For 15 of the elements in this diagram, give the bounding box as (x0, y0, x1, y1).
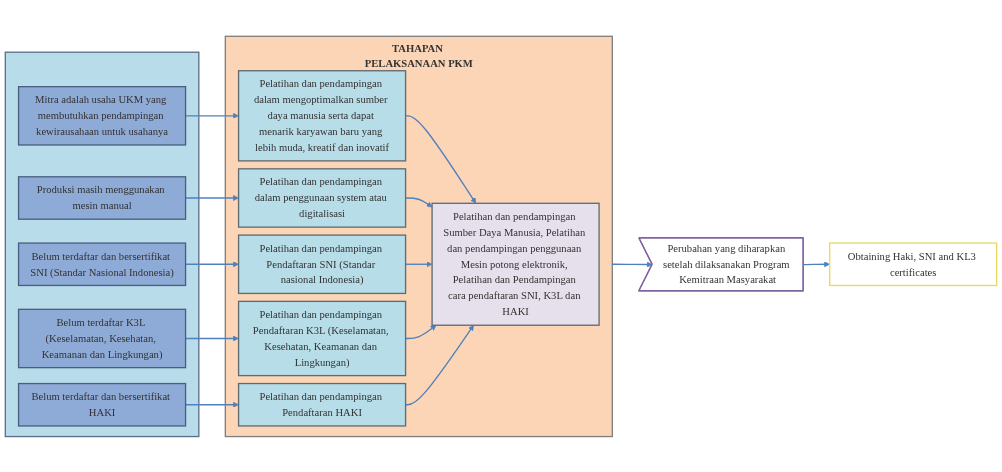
node-box: Obtaining Haki, SNI and KL3 certificates (829, 241, 998, 286)
node-box: Pelatihan dan pendampingan Pendaftaran SNI (Standar nasional Indonesia) (237, 234, 407, 294)
node-box: Pelatihan dan pendampingan Pendaftaran K3L (Keselamatan, Kesehatan, Keamanan dan Lingkungan) (237, 300, 407, 376)
cluster (4, 51, 200, 437)
node-box: Pelatihan dan pendampingan dalam penggunaan system atau digitalisasi (237, 167, 407, 228)
node-box: Pelatihan dan pendampingan Sumber Daya Manusia, Pelatihan dan pendampingan penggunaan Mesin potong elektronik, Pelatihan dan Pendampingan cara pendaftaran SNI, K3L dan HAKI (431, 202, 600, 326)
node-box: Belum terdaftar K3L (Keselamatan, Kesehatan, Keamanan dan Lingkungan) (17, 308, 187, 368)
node-box: Belum terdaftar dan bersertifikat HAKI (17, 382, 187, 427)
node-box: Pelatihan dan pendampingan dalam mengoptimalkan sumber daya manusia serta dapat menarik karyawan baru yang lebih muda, kreatif dan inovatif (237, 69, 407, 162)
arrow (611, 261, 653, 267)
node-box: Pelatihan dan pendampingan Pendaftaran HAKI (237, 382, 407, 427)
node-box: Belum terdaftar dan bersertifikat SNI (Standar Nasional Indonesia) (17, 241, 187, 286)
node-box: Produksi masih menggunakan mesin manual (17, 175, 187, 220)
arrow (802, 260, 830, 267)
node-box: Mitra adalah usaha UKM yang membutuhkan pendampingan kewirausahaan untuk usahanya (17, 85, 187, 146)
